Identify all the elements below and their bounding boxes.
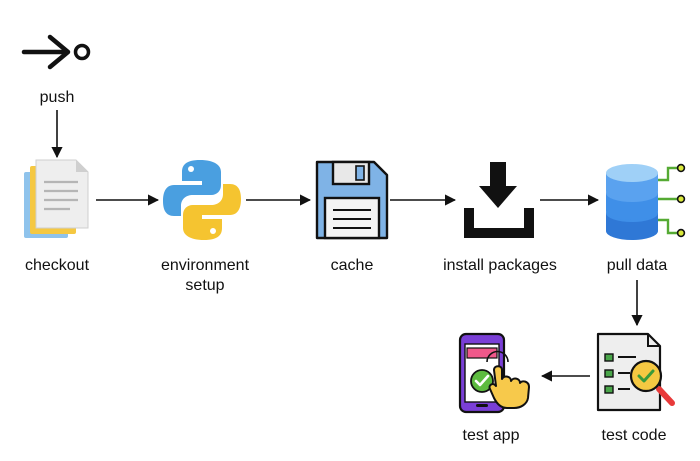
python-logo-icon xyxy=(163,160,241,240)
git-push-icon xyxy=(21,34,91,70)
checkout-label: checkout xyxy=(24,257,90,274)
download-icon xyxy=(464,162,534,238)
edges xyxy=(51,110,643,382)
documents-icon xyxy=(24,159,89,238)
code-review-icon xyxy=(596,332,675,412)
push-label: push xyxy=(39,89,75,106)
database-icon xyxy=(606,163,686,240)
floppy-disk-icon xyxy=(315,160,389,240)
test-app-label: test app xyxy=(462,427,520,444)
cache-label: cache xyxy=(330,257,374,274)
install-packages-label: install packages xyxy=(443,257,557,274)
environment-setup-label-line1: environment xyxy=(160,257,250,274)
test-code-label: test code xyxy=(601,427,667,444)
pull-data-label: pull data xyxy=(606,257,668,274)
mobile-app-test-icon xyxy=(458,332,530,414)
environment-setup-label-line2: setup xyxy=(185,277,225,294)
